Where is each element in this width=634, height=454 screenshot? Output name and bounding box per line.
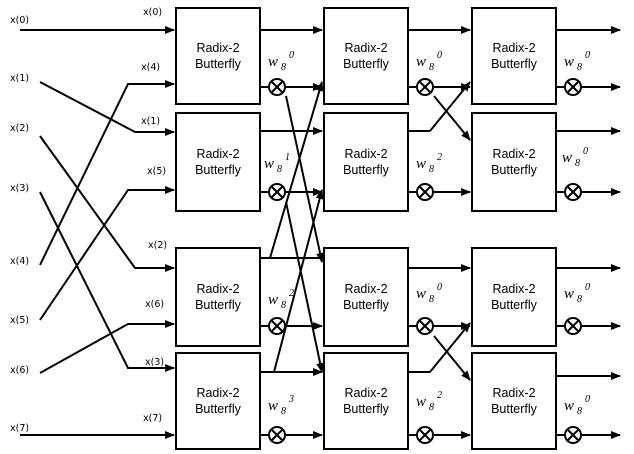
butterfly-label-line1: Radix-2 bbox=[492, 282, 535, 296]
wire-cross1-d bbox=[273, 189, 324, 373]
multiplier-icon bbox=[564, 183, 582, 201]
multiplier-icon bbox=[268, 183, 286, 201]
wire-cross2-b bbox=[429, 81, 471, 132]
multiplier-icon bbox=[416, 183, 434, 201]
butterfly-label-line1: Radix-2 bbox=[344, 147, 387, 161]
multiplier-icon bbox=[416, 317, 434, 335]
butterfly-s3-3: Radix-2 Butterfly bbox=[471, 247, 557, 347]
wire-x3 bbox=[39, 191, 175, 372]
butterfly-label-line2: Butterfly bbox=[343, 402, 390, 416]
butterfly-s3-1: Radix-2 Butterfly bbox=[471, 7, 557, 105]
butterfly-boxes: Radix-2 Butterfly Radix-2 Butterfly Radi… bbox=[175, 7, 557, 450]
stage1-label: x(0) bbox=[143, 7, 162, 18]
butterfly-label-line2: Butterfly bbox=[195, 298, 242, 312]
wire-cross2-a bbox=[433, 95, 471, 141]
butterfly-label-line2: Butterfly bbox=[343, 163, 390, 177]
stage1-label: x(3) bbox=[145, 357, 164, 368]
wire-x6 bbox=[39, 320, 175, 374]
stage1-label: x(1) bbox=[141, 116, 160, 127]
butterfly-label-line1: Radix-2 bbox=[492, 41, 535, 55]
butterfly-label-line2: Butterfly bbox=[195, 163, 242, 177]
butterfly-label-line1: Radix-2 bbox=[492, 386, 535, 400]
input-label-x2: x(2) bbox=[10, 123, 29, 134]
wire-cross1-b bbox=[285, 201, 325, 373]
input-label-x7: x(7) bbox=[10, 423, 29, 434]
wire-x5 bbox=[39, 186, 175, 321]
butterfly-s1-2: Radix-2 Butterfly bbox=[175, 112, 261, 212]
multiplier-icon bbox=[564, 317, 582, 335]
multiplier-icon bbox=[268, 426, 286, 444]
butterfly-s1-1: Radix-2 Butterfly bbox=[175, 7, 261, 105]
stage1-label: x(5) bbox=[147, 166, 166, 177]
stage1-label: x(7) bbox=[143, 413, 162, 424]
multiplier-icon bbox=[564, 78, 582, 96]
stage1-input-labels: x(0) x(4) x(1) x(5) x(2) x(6) x(3) x(7) bbox=[141, 7, 167, 424]
input-label-x4: x(4) bbox=[10, 256, 29, 267]
butterfly-label-line1: Radix-2 bbox=[344, 41, 387, 55]
butterfly-s3-4: Radix-2 Butterfly bbox=[471, 352, 557, 450]
input-label-x6: x(6) bbox=[10, 365, 29, 376]
butterfly-label-line2: Butterfly bbox=[491, 163, 538, 177]
butterfly-label-line2: Butterfly bbox=[491, 402, 538, 416]
butterfly-label-line1: Radix-2 bbox=[196, 282, 239, 296]
butterfly-s2-2: Radix-2 Butterfly bbox=[323, 112, 409, 212]
butterfly-s1-3: Radix-2 Butterfly bbox=[175, 247, 261, 347]
butterfly-label-line2: Butterfly bbox=[343, 298, 390, 312]
input-label-x5: x(5) bbox=[10, 315, 29, 326]
wire-x4 bbox=[39, 80, 175, 266]
butterfly-s2-3: Radix-2 Butterfly bbox=[323, 247, 409, 347]
input-label-x1: x(1) bbox=[10, 73, 29, 84]
butterfly-label-line2: Butterfly bbox=[343, 57, 390, 71]
butterfly-label-line1: Radix-2 bbox=[196, 147, 239, 161]
butterfly-label-line2: Butterfly bbox=[195, 402, 242, 416]
butterfly-label-line1: Radix-2 bbox=[196, 41, 239, 55]
butterfly-label-line2: Butterfly bbox=[195, 57, 242, 71]
input-label-x0: x(0) bbox=[10, 15, 29, 26]
stage1-label: x(2) bbox=[148, 240, 167, 251]
wires bbox=[20, 26, 621, 439]
butterfly-s2-4: Radix-2 Butterfly bbox=[323, 352, 409, 450]
input-label-x3: x(3) bbox=[10, 183, 29, 194]
butterfly-s2-1: Radix-2 Butterfly bbox=[323, 7, 409, 105]
multiplier-icon bbox=[416, 426, 434, 444]
butterfly-label-line2: Butterfly bbox=[491, 298, 538, 312]
butterfly-s1-4: Radix-2 Butterfly bbox=[175, 352, 261, 450]
multiplier-icon bbox=[268, 78, 286, 96]
wire-x1 bbox=[39, 81, 175, 136]
butterfly-label-line1: Radix-2 bbox=[344, 386, 387, 400]
wire-cross1-a bbox=[285, 95, 325, 263]
input-labels: x(0) x(1) x(2) x(3) x(4) x(5) x(6) x(7) bbox=[10, 15, 29, 434]
wire-cross1-c bbox=[269, 81, 324, 259]
butterfly-s3-2: Radix-2 Butterfly bbox=[471, 112, 557, 212]
butterfly-label-line1: Radix-2 bbox=[492, 147, 535, 161]
wire-x2 bbox=[39, 135, 175, 272]
multiplier-icon bbox=[416, 78, 434, 96]
wire-cross2-d bbox=[429, 322, 471, 373]
multiplier-icon bbox=[564, 426, 582, 444]
stage1-label: x(6) bbox=[145, 299, 164, 310]
butterfly-label-line1: Radix-2 bbox=[344, 282, 387, 296]
multipliers bbox=[268, 78, 582, 444]
butterfly-label-line2: Butterfly bbox=[491, 57, 538, 71]
butterfly-label-line1: Radix-2 bbox=[196, 386, 239, 400]
wire-cross2-c bbox=[433, 335, 471, 381]
stage1-label: x(4) bbox=[141, 62, 160, 73]
multiplier-icon bbox=[268, 317, 286, 335]
